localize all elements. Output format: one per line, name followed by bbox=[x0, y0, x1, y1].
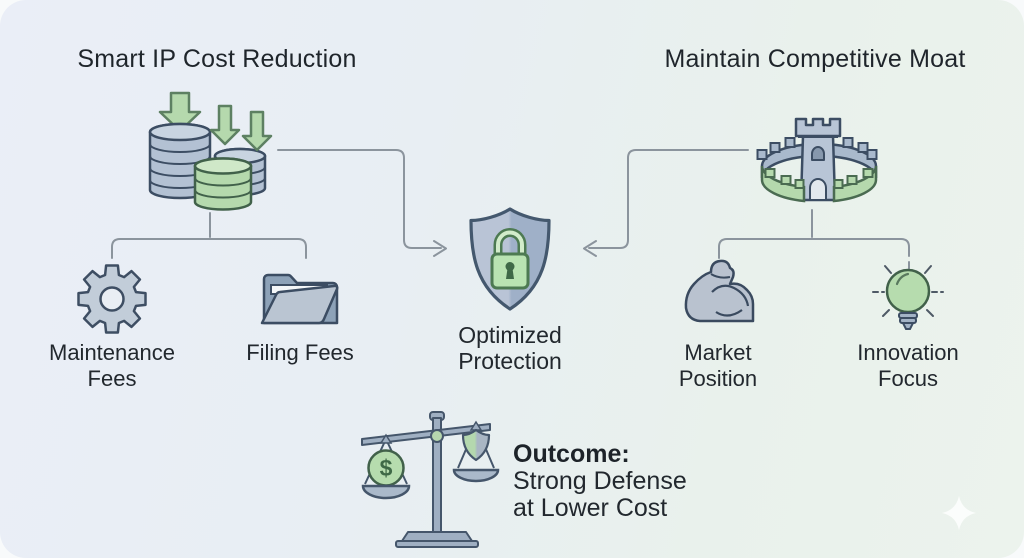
outcome-title: Outcome: bbox=[513, 440, 630, 468]
lightbulb-icon bbox=[872, 265, 944, 330]
left-child-label-maintenance-fees: Maintenance Fees bbox=[49, 340, 175, 391]
arrowhead-left-icon bbox=[433, 240, 447, 257]
outcome-block: Outcome: Strong Defense at Lower Cost bbox=[513, 441, 687, 522]
balance-scale-icon: $ bbox=[361, 411, 500, 548]
outcome-text: Strong Defense at Lower Cost bbox=[513, 467, 687, 522]
left-branch-title: Smart IP Cost Reduction bbox=[77, 45, 357, 73]
castle-moat-icon bbox=[756, 117, 878, 203]
left-child-label-filing-fees: Filing Fees bbox=[246, 340, 354, 365]
connector-coins-to-shield bbox=[277, 149, 442, 249]
right-child-label-innovation-focus: Innovation Focus bbox=[857, 340, 959, 391]
svg-text:$: $ bbox=[380, 455, 393, 481]
right-branch-title: Maintain Competitive Moat bbox=[664, 45, 966, 73]
arrowhead-right-icon bbox=[583, 240, 597, 257]
right-child-label-market-position: Market Position bbox=[678, 340, 758, 391]
bracket-left bbox=[111, 212, 307, 259]
bracket-right bbox=[718, 209, 910, 270]
flexed-arm-icon bbox=[684, 259, 755, 323]
gear-icon bbox=[77, 264, 147, 334]
folder-icon bbox=[260, 273, 339, 325]
sparkle-icon bbox=[942, 496, 976, 530]
center-node-label: Optimized Protection bbox=[458, 322, 562, 374]
coins-with-down-arrows-icon bbox=[148, 91, 273, 211]
shield-lock-icon bbox=[469, 207, 551, 311]
connector-castle-to-shield bbox=[588, 149, 749, 249]
